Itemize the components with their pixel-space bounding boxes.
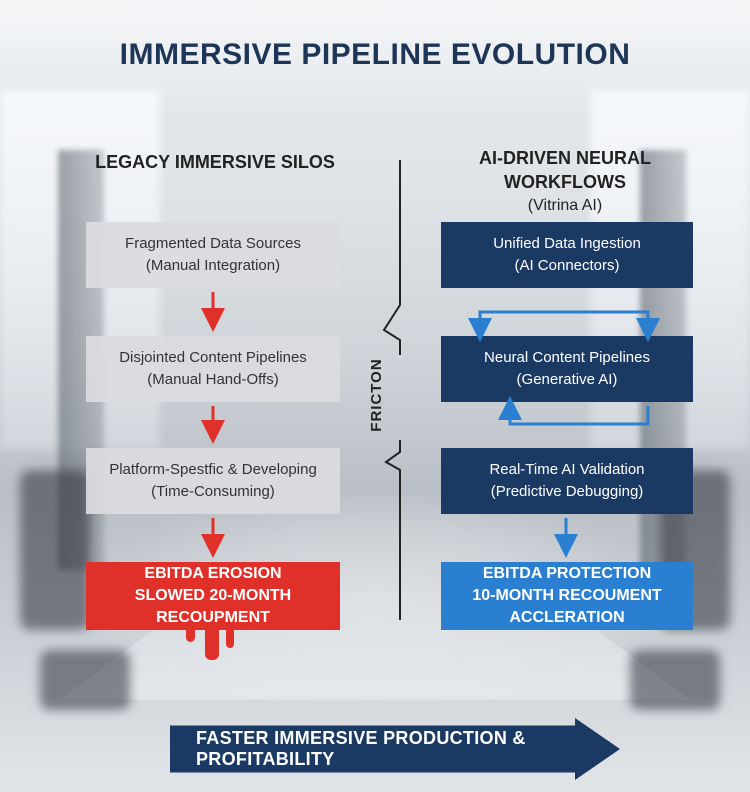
erosion-drip: [226, 628, 234, 648]
left-heading-text: LEGACY IMMERSIVE SILOS: [95, 152, 335, 172]
right-column-heading: AI-DRIVEN NEURAL WORKFLOWS (Vitrina AI): [420, 146, 710, 218]
step-title: Real-Time AI Validation: [489, 461, 645, 478]
blue-loop-arrow-top: [468, 310, 660, 342]
right-subheading-text: (Vitrina AI): [527, 197, 603, 214]
outcome-detail: SLOWED 20-MONTH RECOUPMENT: [134, 587, 292, 626]
step-title: Disjointed Content Pipelines: [119, 349, 307, 366]
friction-divider-line: [382, 160, 401, 620]
outcome-title: EBITDA EROSION: [144, 565, 282, 582]
legacy-step-box: Disjointed Content Pipelines (Manual Han…: [86, 336, 340, 402]
ai-outcome-box: EBITDA PROTECTION 10-MONTH RECOUMENT ACC…: [441, 562, 693, 630]
background-chair: [20, 470, 90, 630]
step-detail: (Manual Integration): [145, 257, 281, 274]
right-heading-text: AI-DRIVEN NEURAL WORKFLOWS: [478, 148, 651, 192]
legacy-outcome-box: EBITDA EROSION SLOWED 20-MONTH RECOUPMEN…: [86, 562, 340, 630]
step-detail: (Generative AI): [516, 371, 618, 388]
step-detail: (Time-Consuming): [151, 483, 275, 500]
legacy-step-box: Platform-Spestfic & Developing (Time-Con…: [86, 448, 340, 514]
erosion-drip: [205, 628, 219, 660]
outcome-detail: 10-MONTH RECOUMENT ACCLERATION: [472, 587, 662, 626]
blue-loop-arrow-bottom: [498, 396, 650, 426]
ai-step-box: Unified Data Ingestion (AI Connectors): [441, 222, 693, 288]
step-detail: (Manual Hand-Offs): [147, 371, 279, 388]
step-title: Neural Content Pipelines: [484, 349, 650, 366]
step-detail: (AI Connectors): [514, 257, 620, 274]
erosion-drip: [186, 628, 195, 642]
ai-step-box: Neural Content Pipelines (Generative AI): [441, 336, 693, 402]
outcome-title: EBITDA PROTECTION: [482, 565, 652, 582]
background-chair: [40, 650, 130, 710]
friction-label: FRICTON: [368, 358, 385, 432]
left-column-heading: LEGACY IMMERSIVE SILOS: [85, 150, 345, 174]
background-chair: [630, 650, 720, 710]
legacy-step-box: Fragmented Data Sources (Manual Integrat…: [86, 222, 340, 288]
ai-step-box: Real-Time AI Validation (Predictive Debu…: [441, 448, 693, 514]
banner-text: FASTER IMMERSIVE PRODUCTION & PROFITABIL…: [196, 728, 526, 769]
step-detail: (Predictive Debugging): [490, 483, 644, 500]
profitability-arrow-banner: FASTER IMMERSIVE PRODUCTION & PROFITABIL…: [170, 718, 620, 780]
step-title: Unified Data Ingestion: [493, 235, 641, 252]
page-title: IMMERSIVE PIPELINE EVOLUTION: [119, 38, 631, 71]
step-title: Platform-Spestfic & Developing: [109, 461, 317, 478]
step-title: Fragmented Data Sources: [125, 235, 301, 252]
